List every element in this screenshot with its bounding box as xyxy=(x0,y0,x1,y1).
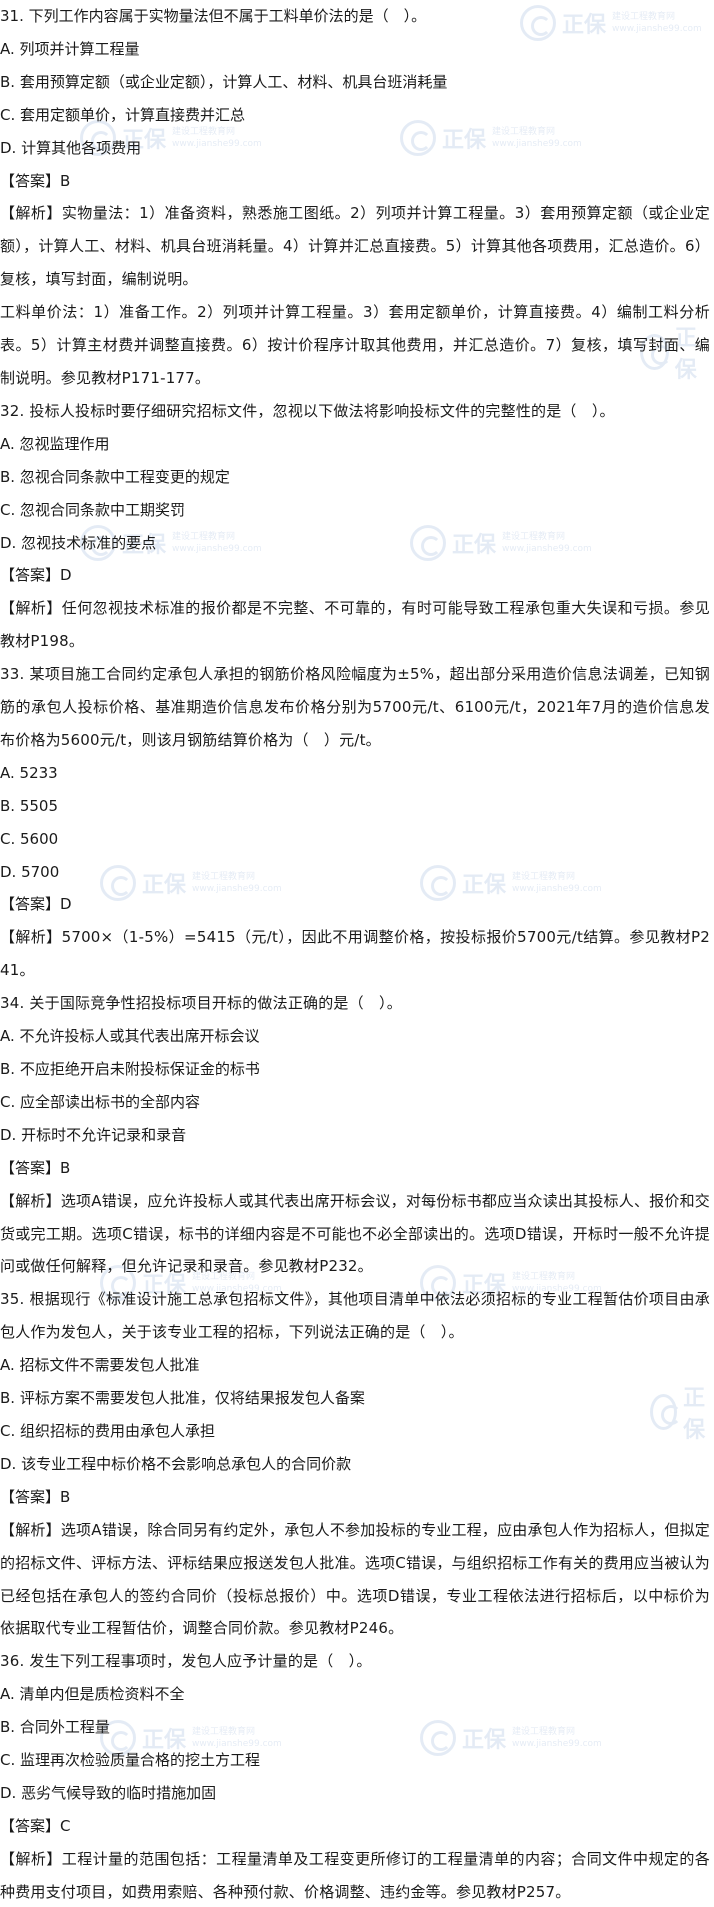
option-a: A. 列项并计算工程量 xyxy=(0,39,140,58)
question-34: 34. 关于国际竞争性招投标项目开标的做法正确的是（ ）。 A. 不允许投标人或… xyxy=(0,987,710,1283)
option-d: D. 开标时不允许记录和录音 xyxy=(0,1125,187,1144)
question-31: 31. 下列工作内容属于实物量法但不属于工料单价法的是（ ）。 A. 列项并计算… xyxy=(0,0,710,395)
analysis-paragraph: 【解析】工程计量的范围包括：工程量清单及工程变更所修订的工程量清单的内容；合同文… xyxy=(0,1849,710,1901)
question-stem: 33. 某项目施工合同约定承包人承担的钢筋价格风险幅度为±5%，超出部分采用造价… xyxy=(0,665,710,749)
question-stem: 36. 发生下列工程事项时，发包人应予计量的是（ ）。 xyxy=(0,1652,372,1671)
option-b: B. 不应拒绝开启未附投标保证金的标书 xyxy=(0,1060,260,1078)
answer-label: 【答案】B xyxy=(0,171,71,190)
option-a: A. 不允许投标人或其代表出席开标会议 xyxy=(0,1027,260,1046)
question-stem: 31. 下列工作内容属于实物量法但不属于工料单价法的是（ ）。 xyxy=(0,7,427,25)
answer-label: 【答案】C xyxy=(0,1816,71,1835)
question-35: 35. 根据现行《标准设计施工总承包招标文件》，其他项目清单中依法必须招标的专业… xyxy=(0,1283,710,1645)
option-d: D. 计算其他各项费用 xyxy=(0,138,142,157)
option-a: A. 5233 xyxy=(0,763,58,782)
option-b: B. 忽视合同条款中工程变更的规定 xyxy=(0,467,230,486)
analysis-paragraph: 【解析】选项A错误，除合同另有约定外，承包人不参加投标的专业工程，应由承包人作为… xyxy=(0,1520,710,1638)
option-c: C. 组织招标的费用由承包人承担 xyxy=(0,1421,216,1440)
option-b: B. 评标方案不需要发包人批准，仅将结果报发包人备案 xyxy=(0,1389,365,1408)
option-c: C. 套用定额单价，计算直接费并汇总 xyxy=(0,105,246,124)
option-b: B. 5505 xyxy=(0,796,59,815)
option-d: D. 恶劣气候导致的临时措施加固 xyxy=(0,1783,217,1802)
answer-label: 【答案】D xyxy=(0,895,72,914)
question-36: 36. 发生下列工程事项时，发包人应予计量的是（ ）。 A. 清单内但是质检资料… xyxy=(0,1645,710,1907)
question-32: 32. 投标人投标时要仔细研究招标文件，忽视以下做法将影响投标文件的完整性的是（… xyxy=(0,395,710,658)
option-d: D. 忽视技术标准的要点 xyxy=(0,533,157,552)
option-d: D. 5700 xyxy=(0,862,60,881)
option-a: A. 忽视监理作用 xyxy=(0,434,110,453)
option-a: A. 清单内但是质检资料不全 xyxy=(0,1685,185,1704)
answer-label: 【答案】B xyxy=(0,1487,71,1506)
question-33: 33. 某项目施工合同约定承包人承担的钢筋价格风险幅度为±5%，超出部分采用造价… xyxy=(0,658,710,987)
analysis-paragraph: 工料单价法：1）准备工作。2）列项并计算工程量。3）套用定额单价，计算直接费。4… xyxy=(0,303,710,387)
option-c: C. 监理再次检验质量合格的挖土方工程 xyxy=(0,1751,261,1770)
answer-label: 【答案】B xyxy=(0,1158,71,1177)
analysis-paragraph: 【解析】任何忽视技术标准的报价都是不完整、不可靠的，有时可能导致工程承包重大失误… xyxy=(0,599,710,651)
option-b: B. 合同外工程量 xyxy=(0,1718,110,1737)
question-stem: 35. 根据现行《标准设计施工总承包招标文件》，其他项目清单中依法必须招标的专业… xyxy=(0,1290,710,1342)
option-c: C. 忽视合同条款中工期奖罚 xyxy=(0,500,186,519)
option-c: C. 应全部读出标书的全部内容 xyxy=(0,1092,201,1111)
question-stem: 32. 投标人投标时要仔细研究招标文件，忽视以下做法将影响投标文件的完整性的是（… xyxy=(0,401,615,420)
analysis-paragraph: 【解析】选项A错误，应允许投标人或其代表出席开标会议，对每份标书都应当众读出其投… xyxy=(0,1191,710,1276)
analysis-paragraph: 【解析】5700×（1-5%）=5415（元/t），因此不用调整价格，按投标报价… xyxy=(0,928,710,980)
option-c: C. 5600 xyxy=(0,829,59,848)
answer-label: 【答案】D xyxy=(0,566,72,585)
analysis-paragraph: 【解析】实物量法：1）准备资料，熟悉施工图纸。2）列项并计算工程量。3）套用预算… xyxy=(0,204,710,289)
option-b: B. 套用预算定额（或企业定额），计算人工、材料、机具台班消耗量 xyxy=(0,72,448,91)
question-stem: 34. 关于国际竞争性招投标项目开标的做法正确的是（ ）。 xyxy=(0,994,402,1013)
option-a: A. 招标文件不需要发包人批准 xyxy=(0,1356,200,1375)
option-d: D. 该专业工程中标价格不会影响总承包人的合同价款 xyxy=(0,1454,352,1473)
